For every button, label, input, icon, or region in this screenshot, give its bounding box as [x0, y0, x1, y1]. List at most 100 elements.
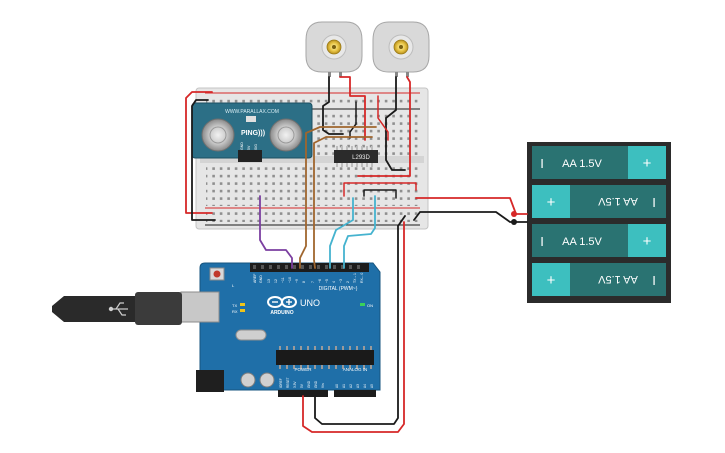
analog-pin-label: A3: [356, 384, 360, 388]
battery-label: AA 1.5V: [562, 236, 602, 248]
wire-battery-black: [413, 211, 528, 223]
battery-label: AA 1.5V: [562, 158, 602, 170]
ping-ultrasonic-sensor[interactable]: WWW.PARALLAX.COM PING))) GND 5V SIG: [191, 102, 313, 162]
battery-positive-terminal: [628, 146, 666, 179]
wire-chip-cyan-2: [343, 195, 376, 269]
sensor-led: [246, 116, 256, 122]
sensor-pin-gnd: GND: [240, 142, 244, 150]
chip-label: L293D: [352, 155, 370, 161]
usb-symbol-icon: [108, 302, 128, 316]
led-on: [360, 303, 365, 306]
sensor-receiver-icon: [269, 118, 303, 152]
power-pin-label: GND: [314, 380, 318, 388]
power-pin-label: Vin: [321, 383, 325, 388]
arduino-uno-board[interactable]: AREF GND 13 12 ~11 ~10 ~9 8 7 ~6 ~5 4 ~3…: [180, 262, 381, 397]
wire-rail-black-left: [191, 99, 216, 221]
analog-pin-label: A5: [370, 384, 374, 388]
battery-positive-terminal: [532, 185, 570, 218]
arduino-brand: ARDUINO: [270, 310, 293, 316]
sensor-transmitter-icon: [201, 118, 235, 152]
digital-section-label: DIGITAL (PWM~): [319, 286, 358, 292]
led-rx: [240, 309, 245, 312]
battery-positive-terminal: [532, 263, 570, 296]
led-tx-label: TX: [232, 303, 237, 308]
digital-pin-label: ~3: [339, 279, 343, 283]
battery-plus-sign: +: [547, 272, 556, 289]
wire-rail-red-left: [185, 91, 213, 214]
power-pin-label: IOREF: [279, 378, 283, 388]
dc-motor-left[interactable]: [305, 21, 363, 77]
digital-pin-label: ~5: [325, 279, 329, 283]
wire-rail-black-mid: [349, 101, 357, 139]
capacitor: [259, 372, 275, 388]
dc-motor-right[interactable]: [372, 21, 430, 77]
wire-motor-left-red: [339, 76, 366, 141]
battery-plus-sign: +: [547, 194, 556, 211]
led-l-label: L: [232, 283, 235, 288]
led-rx-label: RX: [232, 309, 238, 314]
battery-plus-sign: +: [643, 233, 652, 250]
wire-rail-red-right: [377, 95, 389, 141]
battery-positive-terminal: [628, 224, 666, 257]
wire-motor-right-black: [385, 76, 406, 171]
capacitor: [240, 372, 256, 388]
usb-port[interactable]: [180, 291, 220, 323]
battery-cell[interactable]: + I AA 1.5V: [532, 146, 666, 179]
battery-cell[interactable]: + I AA 1.5V: [532, 185, 666, 218]
power-pin-label: GND: [307, 380, 311, 388]
microcontroller-chip: [276, 350, 374, 365]
sensor-pin-5v: 5V: [247, 145, 251, 150]
digital-pin-label: TX→1: [353, 273, 357, 283]
led-tx: [240, 303, 245, 306]
dc-power-jack[interactable]: [196, 370, 224, 392]
power-pin-label: 3.3V: [293, 381, 297, 388]
digital-pin-label: 4: [332, 281, 336, 283]
arduino-logo-icon: [267, 296, 297, 308]
power-section-label: POWER: [294, 367, 312, 372]
digital-pin-labels: 13 12 ~11 ~10 ~9 8 7 ~6 ~5 4 ~3 2 TX→1 R…: [267, 273, 364, 283]
wire-arduino-5v-red: [302, 221, 405, 433]
sensor-model: PING))): [241, 130, 265, 137]
digital-pin-label: 8: [302, 281, 306, 283]
wire-sensor-brown-1: [299, 126, 377, 269]
wire-chip-cyan-1: [329, 197, 354, 269]
aref-label: AREF: [253, 274, 257, 283]
digital-pin-label: 13: [267, 279, 271, 283]
wire-chip-black-gnd: [363, 189, 397, 199]
power-pin-label: 5V: [300, 383, 304, 388]
battery-cell[interactable]: + I AA 1.5V: [532, 224, 666, 257]
battery-minus-sign: I: [652, 195, 656, 210]
led-on-label: ON: [367, 303, 373, 308]
wire-sensor-purple: [259, 195, 293, 269]
battery-cell[interactable]: +IAA 1.5V: [532, 263, 666, 296]
digital-pin-label: ~11: [281, 277, 285, 283]
digital-pin-label: 7: [311, 281, 315, 283]
battery-label: AA 1.5V: [597, 195, 637, 207]
wire-battery-red: [415, 197, 528, 215]
digital-pin-label: 12: [274, 279, 278, 283]
analog-pin-label: A0: [335, 384, 339, 388]
battery-minus-sign: I: [540, 234, 544, 249]
wire-arduino-gnd-black: [314, 215, 406, 425]
wire-chip-red-vcc: [343, 182, 417, 197]
battery-minus-sign: I: [540, 156, 544, 171]
l293d-chip[interactable]: L293D: [334, 146, 378, 167]
digital-pin-label: ~6: [318, 279, 322, 283]
digital-pin-label: 2: [346, 281, 350, 283]
sensor-pin-sig: SIG: [254, 144, 258, 150]
battery-plus-sign: +: [643, 155, 652, 172]
wire-motor-left-black: [322, 76, 344, 135]
digital-pin-label: RX←0: [360, 273, 364, 283]
digital-gnd-label: GND: [259, 275, 263, 283]
battery-label: AA 1.5V: [597, 273, 637, 285]
usb-cable[interactable]: [52, 292, 182, 325]
digital-pin-label: ~10: [288, 277, 292, 283]
analog-section-label: ANALOG IN: [343, 367, 368, 372]
power-pin-label: RESET: [286, 377, 290, 388]
crystal-oscillator: [235, 329, 267, 341]
analog-pin-label: A4: [363, 384, 367, 388]
digital-pin-label: ~9: [295, 279, 299, 283]
wire-motor-right-red: [357, 76, 411, 177]
